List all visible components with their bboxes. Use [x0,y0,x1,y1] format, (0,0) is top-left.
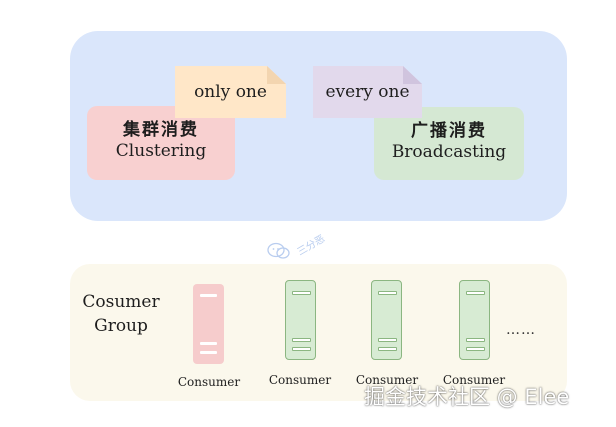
clustering-cn-label: 集群消费 [123,120,199,140]
site-watermark: 掘金技术社区 @ Elee [364,385,570,409]
server-slot [292,338,311,342]
server-slot [199,294,218,297]
consumer-group-label: Cosumer Group [78,290,164,338]
server-slot [378,347,397,351]
group-label-line1: Cosumer [82,292,160,312]
group-label-line2: Group [94,316,148,336]
more-consumers-ellipsis: …… [506,322,536,338]
server-slot [378,338,397,342]
note-every-one: every one [313,66,422,118]
server-slot [466,338,485,342]
server-slot [466,291,485,295]
consumer-server [459,280,490,360]
consumer-server [371,280,402,360]
consumer-label: Consumer [442,373,506,387]
note-only-one-label: only one [194,82,267,102]
clustering-card: 集群消费 Clustering [87,106,235,180]
clustering-en-label: Clustering [115,141,207,161]
consumer-label: Consumer [355,373,419,387]
broadcasting-en-label: Broadcasting [391,142,507,162]
small-watermark-text: 三分恶 [295,233,327,258]
note-every-one-label: every one [325,82,410,102]
note-only-one: only one [175,66,286,118]
server-slot [466,347,485,351]
server-slot [378,291,397,295]
consumer-label: Consumer [268,373,332,387]
broadcasting-cn-label: 广播消费 [411,121,487,141]
wechat-icon: 三分恶 [267,233,327,259]
consumer-server [285,280,316,360]
server-slot [292,347,311,351]
note-shape [313,66,422,118]
broadcasting-card: 广播消费 Broadcasting [374,107,524,180]
server-slot [292,291,311,295]
server-slot [199,342,218,345]
small-watermark: 三分恶 [266,222,336,262]
server-slot [199,351,218,354]
note-shape [175,66,286,118]
consumer-label: Consumer [177,375,241,389]
consumer-server-inactive [193,284,224,364]
